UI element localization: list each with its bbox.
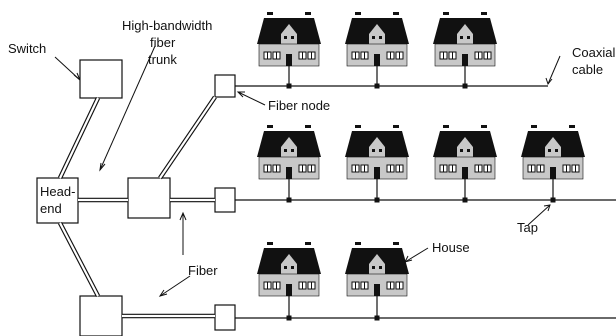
- house-icon: [257, 242, 321, 297]
- headend-label-line2: end: [40, 201, 62, 216]
- tap-node: [374, 315, 380, 321]
- house-icon: [345, 12, 409, 67]
- switch-label: Switch: [8, 41, 46, 56]
- house-icon: [521, 125, 585, 180]
- house-icon: [433, 12, 497, 67]
- tap-node: [286, 197, 292, 203]
- fiber-label: Fiber: [188, 263, 218, 278]
- fiber-node-box-top: [214, 74, 236, 98]
- house-icon: [257, 125, 321, 180]
- trunk-label-line1: High-bandwidth: [122, 18, 212, 33]
- fiber-trunks: [57, 95, 217, 319]
- tap-node: [462, 197, 468, 203]
- callout-arrows: [54, 45, 561, 297]
- switch-box: [79, 59, 123, 99]
- house-icon: [257, 12, 321, 67]
- trunk-label-line3: trunk: [148, 52, 177, 67]
- coax-label-line1: Coaxial: [572, 45, 615, 60]
- tap-node: [286, 315, 292, 321]
- house-label: House: [432, 240, 470, 255]
- tap-label: Tap: [517, 220, 538, 235]
- headend-label-line1: Head-: [40, 184, 75, 199]
- fiber-node-label: Fiber node: [268, 98, 330, 113]
- fiber-node-box-middle: [214, 187, 236, 213]
- tap-node: [462, 83, 468, 89]
- tap-node: [286, 83, 292, 89]
- houses: [257, 12, 585, 321]
- house-icon: [433, 125, 497, 180]
- tap-node: [550, 197, 556, 203]
- coax-label-line2: cable: [572, 62, 603, 77]
- fiber-trunk-junction-box: [127, 177, 171, 219]
- trunk-label-line2: fiber: [150, 35, 176, 50]
- house-icon: [345, 242, 409, 297]
- tap-node: [374, 197, 380, 203]
- fiber-node-box-bottom: [214, 304, 236, 331]
- house-icon: [345, 125, 409, 180]
- tap-node: [374, 83, 380, 89]
- bottom-junction-box: [79, 295, 123, 336]
- headend-box: [36, 177, 79, 224]
